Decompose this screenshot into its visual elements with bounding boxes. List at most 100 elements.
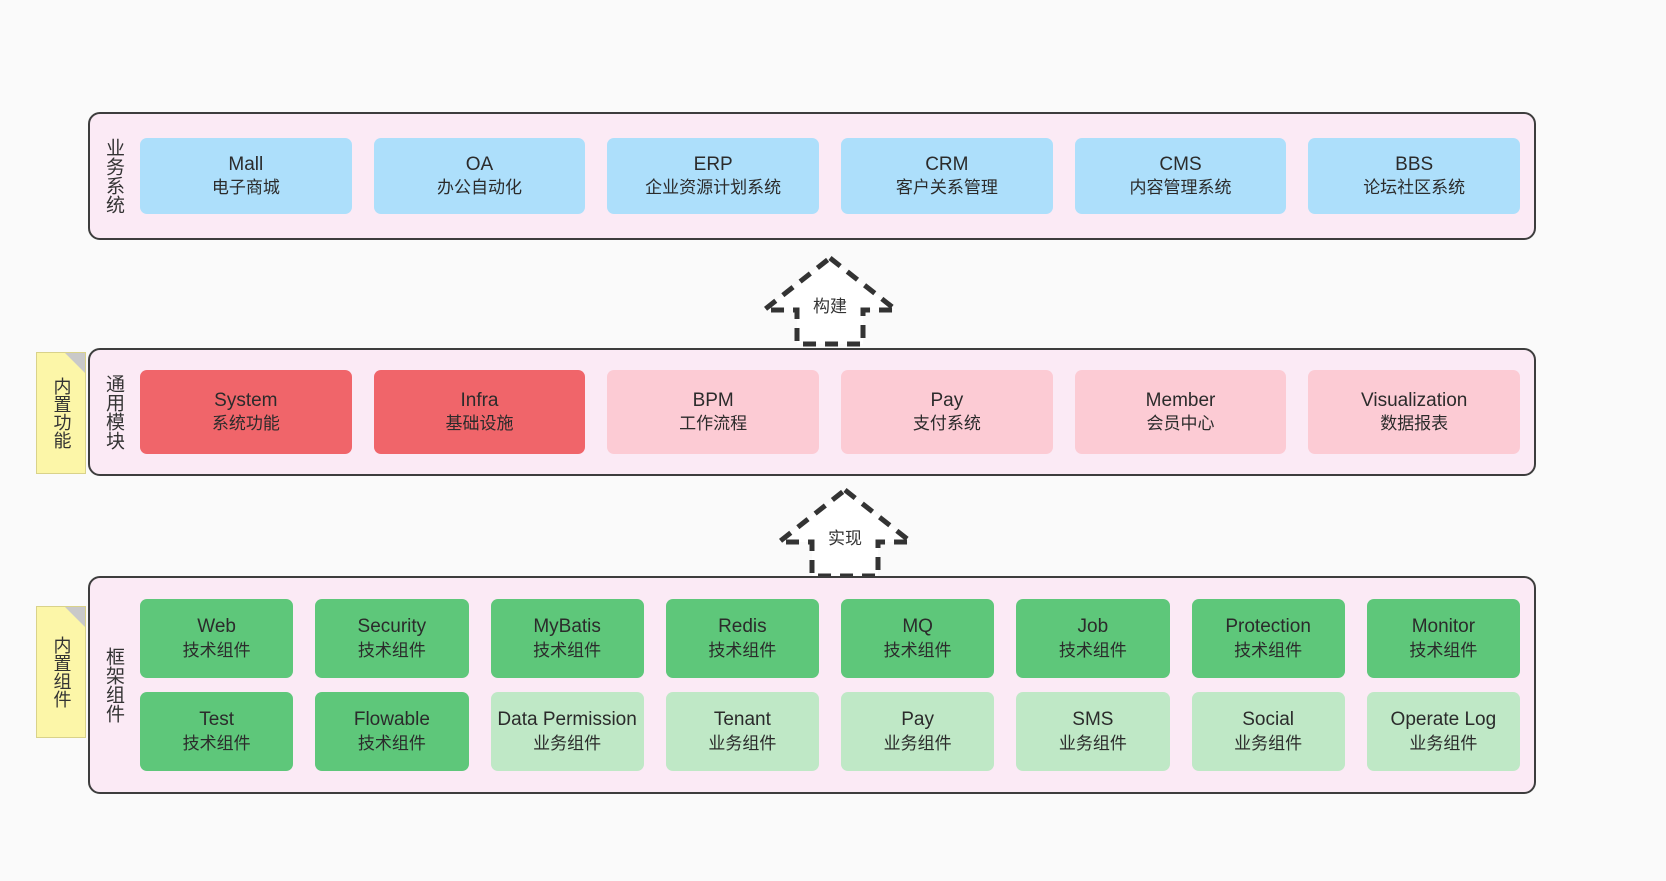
note-label: 内置功能	[51, 377, 72, 449]
card-subtitle: 技术组件	[1234, 640, 1303, 660]
card-title: ERP	[693, 153, 733, 175]
note-builtin-functions: 内置功能	[36, 352, 86, 474]
card-subtitle: 技术组件	[357, 733, 426, 753]
card-title: MyBatis	[533, 616, 601, 638]
card-title: Job	[1077, 616, 1109, 638]
card-pay-business[interactable]: Pay 业务组件	[841, 692, 995, 771]
layer-title-framework: 框架组件	[102, 647, 124, 723]
arrow-realize-label: 实现	[828, 529, 862, 548]
card-member[interactable]: Member 会员中心	[1074, 370, 1287, 454]
card-web[interactable]: Web 技术组件	[140, 599, 294, 678]
card-title: Social	[1242, 709, 1294, 731]
card-test[interactable]: Test 技术组件	[140, 692, 294, 771]
card-subtitle: 技术组件	[708, 640, 777, 660]
card-crm[interactable]: CRM 客户关系管理	[841, 138, 1053, 214]
card-subtitle: 论坛社区系统	[1363, 178, 1466, 198]
card-subtitle: 业务组件	[1058, 733, 1127, 753]
card-bbs[interactable]: BBS 论坛社区系统	[1308, 138, 1521, 214]
card-monitor[interactable]: Monitor 技术组件	[1366, 599, 1520, 678]
card-row: Test 技术组件 Flowable 技术组件 Data Permission …	[140, 692, 1520, 771]
card-redis[interactable]: Redis 技术组件	[665, 599, 819, 678]
arrow-realize: 实现	[770, 484, 920, 580]
card-data-permission[interactable]: Data Permission 业务组件	[490, 692, 644, 771]
card-infra[interactable]: Infra 基础设施	[373, 370, 586, 454]
layer-business-systems: 业务系统 Mall 电子商城 OA 办公自动化 ERP 企业资源计划系统 CRM…	[88, 112, 1536, 240]
card-flowable[interactable]: Flowable 技术组件	[315, 692, 469, 771]
card-mq[interactable]: MQ 技术组件	[841, 599, 995, 678]
card-title: Monitor	[1411, 616, 1476, 638]
card-title: Security	[357, 616, 427, 638]
card-subtitle: 基础设施	[445, 414, 514, 434]
card-title: Tenant	[713, 709, 771, 731]
card-subtitle: 支付系统	[912, 414, 981, 434]
card-erp[interactable]: ERP 企业资源计划系统	[607, 138, 820, 214]
card-subtitle: 会员中心	[1146, 414, 1215, 434]
card-subtitle: 业务组件	[708, 733, 777, 753]
card-title: MQ	[902, 616, 933, 638]
note-fold-icon	[65, 607, 85, 627]
layer-body-business: Mall 电子商城 OA 办公自动化 ERP 企业资源计划系统 CRM 客户关系…	[136, 114, 1534, 238]
card-subtitle: 业务组件	[1409, 733, 1478, 753]
card-mybatis[interactable]: MyBatis 技术组件	[490, 599, 644, 678]
layer-framework-components: 框架组件 Web 技术组件 Security 技术组件 MyBatis 技术组件…	[88, 576, 1536, 794]
card-subtitle: 客户关系管理	[895, 178, 998, 198]
card-operate-log[interactable]: Operate Log 业务组件	[1366, 692, 1520, 771]
layer-title-business: 业务系统	[102, 138, 124, 214]
card-title: System	[214, 389, 278, 411]
card-oa[interactable]: OA 办公自动化	[373, 138, 586, 214]
note-builtin-components: 内置组件	[36, 606, 86, 738]
card-subtitle: 技术组件	[357, 640, 426, 660]
card-title: Mall	[228, 153, 264, 175]
card-protection[interactable]: Protection 技术组件	[1191, 599, 1345, 678]
card-mall[interactable]: Mall 电子商城	[140, 138, 352, 214]
card-row: Web 技术组件 Security 技术组件 MyBatis 技术组件 Redi…	[140, 599, 1520, 678]
card-job[interactable]: Job 技术组件	[1016, 599, 1170, 678]
card-subtitle: 电子商城	[211, 178, 280, 198]
layer-common-modules: 通用模块 System 系统功能 Infra 基础设施 BPM 工作流程 Pay…	[88, 348, 1536, 476]
card-title: Redis	[718, 616, 767, 638]
card-subtitle: 业务组件	[1234, 733, 1303, 753]
card-subtitle: 数据报表	[1380, 414, 1449, 434]
card-title: BPM	[692, 389, 734, 411]
card-system[interactable]: System 系统功能	[140, 370, 352, 454]
card-title: BBS	[1395, 153, 1434, 175]
card-title: Operate Log	[1390, 709, 1497, 731]
card-subtitle: 内容管理系统	[1129, 178, 1232, 198]
card-row: Mall 电子商城 OA 办公自动化 ERP 企业资源计划系统 CRM 客户关系…	[140, 138, 1521, 214]
arrow-build: 构建	[755, 252, 905, 348]
card-pay[interactable]: Pay 支付系统	[841, 370, 1053, 454]
layer-body-framework: Web 技术组件 Security 技术组件 MyBatis 技术组件 Redi…	[136, 578, 1534, 792]
card-subtitle: 技术组件	[533, 640, 602, 660]
card-title: Visualization	[1361, 389, 1468, 411]
card-title: CMS	[1159, 153, 1202, 175]
card-title: OA	[465, 153, 494, 175]
card-subtitle: 工作流程	[679, 414, 748, 434]
card-subtitle: 技术组件	[883, 640, 952, 660]
card-security[interactable]: Security 技术组件	[315, 599, 469, 678]
card-title: Flowable	[353, 709, 430, 731]
card-subtitle: 技术组件	[182, 640, 251, 660]
card-title: Pay	[930, 389, 964, 411]
card-subtitle: 技术组件	[1409, 640, 1478, 660]
card-sms[interactable]: SMS 业务组件	[1016, 692, 1170, 771]
card-cms[interactable]: CMS 内容管理系统	[1074, 138, 1287, 214]
card-subtitle: 业务组件	[883, 733, 952, 753]
card-visualization[interactable]: Visualization 数据报表	[1308, 370, 1521, 454]
card-title: Infra	[460, 389, 499, 411]
card-title: Test	[199, 709, 235, 731]
card-social[interactable]: Social 业务组件	[1191, 692, 1345, 771]
card-subtitle: 企业资源计划系统	[645, 178, 782, 198]
card-subtitle: 技术组件	[1058, 640, 1127, 660]
card-title: Member	[1145, 389, 1216, 411]
note-fold-icon	[65, 353, 85, 373]
arrow-build-label: 构建	[813, 297, 847, 316]
card-title: Web	[197, 616, 236, 638]
card-tenant[interactable]: Tenant 业务组件	[665, 692, 819, 771]
note-label: 内置组件	[51, 636, 72, 708]
card-title: Data Permission	[497, 709, 637, 731]
card-title: Pay	[901, 709, 934, 731]
card-bpm[interactable]: BPM 工作流程	[607, 370, 820, 454]
layer-title-common: 通用模块	[102, 374, 124, 450]
layer-body-common: System 系统功能 Infra 基础设施 BPM 工作流程 Pay 支付系统…	[136, 350, 1534, 474]
